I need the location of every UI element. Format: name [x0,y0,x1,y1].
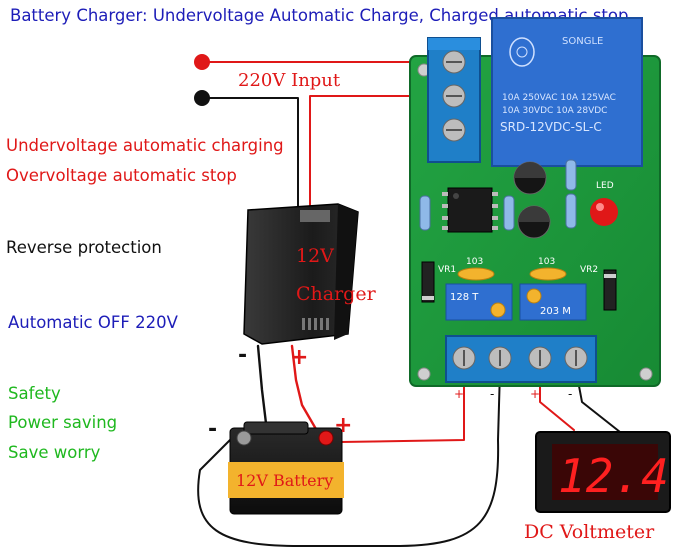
red-led: LED [590,181,618,226]
board-minus-mark: - [490,387,494,401]
diode [603,269,617,311]
dc-voltmeter: 12.4 [535,431,671,513]
ac-live-terminal [194,54,210,70]
feature-auto-off: Automatic OFF 220V [8,313,178,332]
board-plus-mark: + [530,387,540,401]
resistor [419,195,431,231]
ac-neutral-terminal [194,90,210,106]
feature-power-saving: Power saving [8,413,118,432]
capacitor [517,205,551,239]
ic-chip [442,187,498,233]
relay-model: SRD-12VDC-SL-C [500,120,602,134]
charger: 12V Charger [243,203,377,345]
battery-minus-mark: - [208,417,217,442]
feature-overvoltage: Overvoltage automatic stop [6,166,237,185]
resistor [503,195,515,231]
input-label: 220V Input [238,70,341,91]
battery-plus-mark: + [334,413,352,438]
battery-label: 12V Battery [236,471,333,490]
relay-brand: SONGLE [562,36,603,47]
potentiometer-1: 103 128 T [445,257,513,321]
page-title: Battery Charger: Undervoltage Automatic … [10,6,629,25]
capacitor [513,161,547,195]
led-label: LED [596,181,614,191]
feature-reverse-protection: Reverse protection [6,238,162,257]
relay: SONGLE 10A 250VAC 10A 125VAC 10A 30VDC 1… [491,17,643,167]
charger-voltage: 12V [296,245,334,267]
output-terminal-block [445,335,597,383]
feature-save-worry: Save worry [8,443,101,462]
board-neg-loop [197,369,501,547]
vr2-label: VR2 [580,265,598,275]
battery: 12V Battery [228,421,344,515]
pot2-value: 103 [538,257,555,267]
pot2-code: 203 M [540,306,571,317]
voltmeter-label: DC Voltmeter [524,521,655,543]
resistor [565,159,577,191]
feature-undervoltage: Undervoltage automatic charging [6,136,284,155]
charger-plus-mark: + [290,345,308,370]
charger-name: Charger [296,283,377,305]
board-pos-to-battery [339,367,465,443]
control-board: SONGLE 10A 250VAC 10A 125VAC 10A 30VDC 1… [409,17,661,387]
vr1-label: VR1 [438,265,456,275]
pot1-value: 103 [466,257,483,267]
diode [421,261,435,303]
board-plus-mark: + [454,387,464,401]
charger-minus-mark: - [238,343,247,368]
relay-rating-1: 10A 250VAC 10A 125VAC [502,93,616,103]
relay-rating-2: 10A 30VDC 10A 28VDC [502,106,607,116]
input-terminal-block [427,37,481,163]
resistor [565,193,577,229]
voltmeter-reading: 12.4 [558,449,669,503]
ac-neutral-wire [204,97,299,207]
pot1-code: 128 T [450,292,479,303]
feature-safety: Safety [8,384,61,403]
potentiometer-2: 103 203 M [519,257,587,321]
board-minus-mark: - [568,387,572,401]
